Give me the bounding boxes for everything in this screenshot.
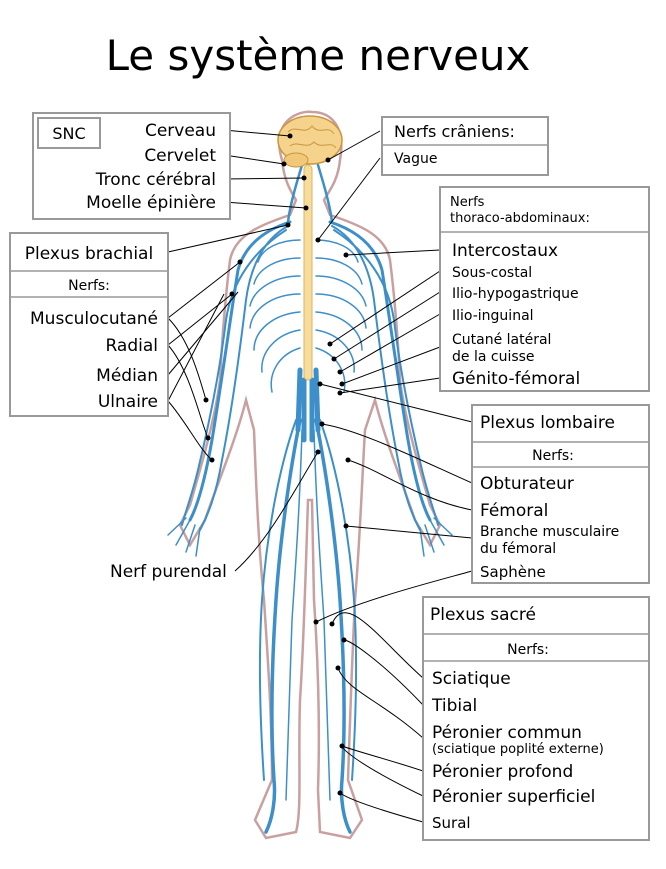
nerve-left-leg-2 xyxy=(258,419,297,781)
lumbar-header: Plexus lombaire xyxy=(480,413,615,433)
leader-dots xyxy=(203,133,351,796)
thoraco-ilio-hypogastrique: Ilio-hypogastrique xyxy=(452,286,579,302)
cranial-box: Nerfs crâniens: Vague xyxy=(381,116,549,176)
nerve-right-leg-3 xyxy=(313,429,331,801)
brachial-header: Plexus brachial xyxy=(25,244,153,264)
sacral-peronier-profond: Péronier profond xyxy=(432,762,573,782)
nerve-left-leg-3 xyxy=(285,429,303,801)
lumbar-sub: Nerfs: xyxy=(532,448,574,464)
nerve-left-arm-2 xyxy=(199,225,289,531)
nerve-left-arm xyxy=(188,220,292,522)
thoraco-sous-costal: Sous-costal xyxy=(452,265,532,281)
nerve-left-hand xyxy=(167,517,201,557)
thoraco-box: Nerfs thoraco-abdominaux: Intercostaux S… xyxy=(439,186,650,392)
cns-tronc: Tronc cérébral xyxy=(95,170,216,190)
cerebellum xyxy=(283,152,309,168)
sacral-tibial: Tibial xyxy=(431,696,477,716)
thoraco-header-2: thoraco-abdominaux: xyxy=(450,211,590,226)
sacral-sub: Nerfs: xyxy=(507,642,549,658)
brachial-ulnaire: Ulnaire xyxy=(98,392,158,412)
lumbar-femoral: Fémoral xyxy=(480,501,548,521)
brachial-radial: Radial xyxy=(105,336,158,356)
sacral-box: Plexus sacré Nerfs: Sciatique Tibial Pér… xyxy=(422,596,650,841)
nerve-right-arm-2 xyxy=(331,225,421,531)
nerve-right-hand xyxy=(419,517,453,557)
intercostal-nerves xyxy=(249,239,367,393)
lumbar-saphene: Saphène xyxy=(480,563,546,581)
sacral-header: Plexus sacré xyxy=(430,605,536,625)
brain-folds xyxy=(287,125,337,149)
cns-cerveau: Cerveau xyxy=(145,121,216,141)
thoraco-header-1: Nerfs xyxy=(450,195,485,210)
cranial-header: Nerfs crâniens: xyxy=(394,122,515,141)
body-outline xyxy=(178,110,442,840)
lumbar-obturateur: Obturateur xyxy=(480,474,574,494)
cns-header: SNC xyxy=(52,124,85,143)
brachial-musculocutane: Musculocutané xyxy=(30,309,158,329)
sacral-peronier-superficiel: Péronier superficiel xyxy=(432,787,595,807)
sacral-peronier-commun-sub: (sciatique poplité externe) xyxy=(432,742,604,757)
cns-cervelet: Cervelet xyxy=(144,146,216,166)
brachial-sub: Nerfs: xyxy=(68,278,110,294)
thoraco-ilio-inguinal: Ilio-inguinal xyxy=(452,308,534,324)
cranial-vague: Vague xyxy=(394,151,437,167)
lumbar-box: Plexus lombaire Nerfs: Obturateur Fémora… xyxy=(471,404,650,584)
cns-moelle: Moelle épinière xyxy=(86,193,216,213)
thoraco-genito: Génito-fémoral xyxy=(452,369,580,389)
sacral-sciatique: Sciatique xyxy=(432,669,511,689)
pudendal-label: Nerf purendal xyxy=(110,562,227,582)
thoraco-cutane-2: de la cuisse xyxy=(452,349,535,365)
nerve-right-arm-3 xyxy=(333,229,439,526)
nerve-neck xyxy=(286,163,334,224)
page-title: Le système nerveux xyxy=(106,31,531,80)
lumbar-branche-1: Branche musculaire xyxy=(480,524,619,540)
leader-lines xyxy=(167,129,473,823)
nerve-left-arm-3 xyxy=(181,229,287,526)
body-figure xyxy=(167,110,453,840)
sacral-peronier-commun: Péronier commun xyxy=(432,723,582,743)
sacral-sural: Sural xyxy=(432,814,471,832)
thoraco-intercostaux: Intercostaux xyxy=(452,241,558,261)
cns-box: SNC Cerveau Cervelet Tronc cérébral Moel… xyxy=(32,112,231,220)
brachial-median: Médian xyxy=(96,366,158,386)
lumbar-branche-2: du fémoral xyxy=(480,541,556,557)
lumbar-plexus xyxy=(295,367,321,443)
nerve-right-arm xyxy=(328,220,432,522)
nerve-left-leg xyxy=(264,418,302,834)
spinal-cord xyxy=(303,164,313,381)
nerve-right-leg-2 xyxy=(319,419,358,781)
brachial-box: Plexus brachial Nerfs: Musculocutané Rad… xyxy=(9,232,169,417)
thoraco-cutane-1: Cutané latéral xyxy=(452,332,551,348)
brain xyxy=(277,115,343,165)
